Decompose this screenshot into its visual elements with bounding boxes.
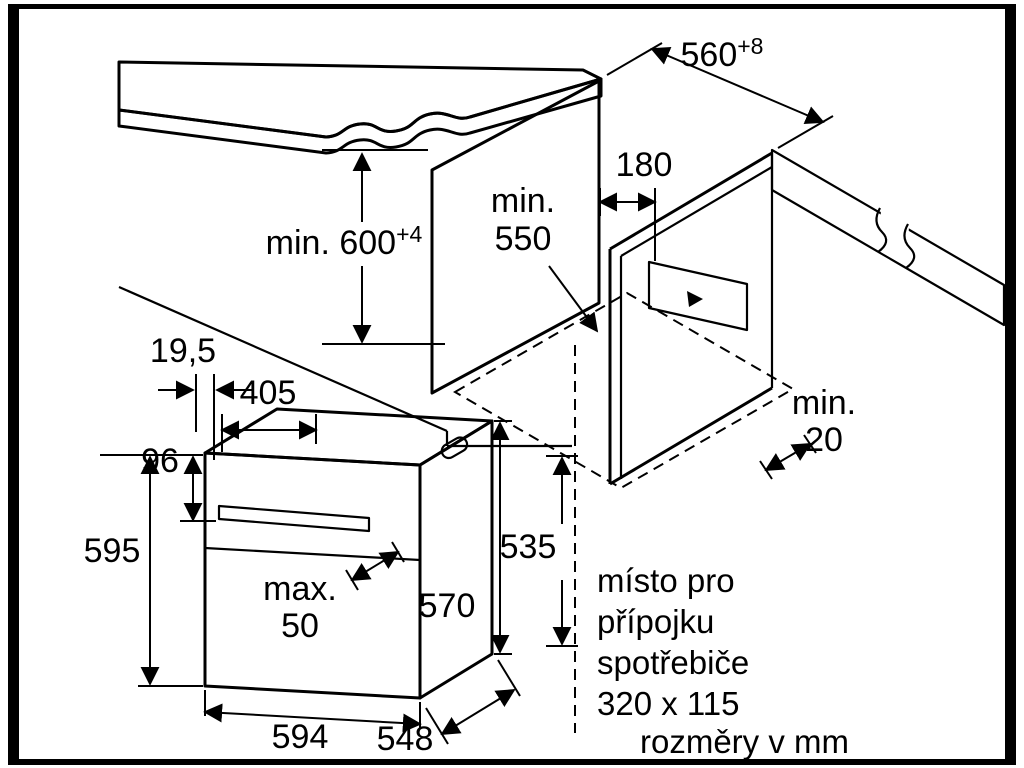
dim-rear-height: 570 (419, 420, 512, 655)
dim-top-depth-label: 405 (240, 374, 297, 412)
dim-side-height: 535 (500, 455, 578, 647)
dim-front-offset: 19,5 (150, 332, 252, 460)
dim-oven-depth-label: 548 (377, 720, 434, 758)
dim-niche-depth: min. 550 (491, 182, 599, 333)
dim-front-offset-label: 19,5 (150, 332, 216, 370)
connection-note: místo pro přípojku spotřebiče 320 x 115 (597, 562, 749, 722)
units-caption: rozměry v mm (640, 723, 849, 760)
dim-top-depth: 405 (220, 374, 318, 452)
dim-niche-width: 560+8 (606, 33, 834, 149)
dim-niche-depth-label-1: min. (491, 182, 555, 220)
connection-hatched-patch (647, 260, 749, 332)
dim-niche-depth-label-2: 550 (495, 220, 552, 258)
dim-oven-height: 595 (84, 454, 203, 687)
dim-handle-depth-label-1: max. (263, 570, 337, 608)
dim-rear-gap-label-2: 20 (805, 421, 843, 459)
dim-niche-height-label: min. 600+4 (266, 221, 423, 262)
wall-tear-gap (879, 209, 909, 267)
dim-rear-gap-label-1: min. (792, 384, 856, 422)
dim-panel-height-label: 96 (141, 442, 179, 480)
dim-handle-depth: max. 50 (263, 541, 405, 645)
dim-connection-offset-label: 180 (616, 146, 673, 184)
oven-handle (217, 504, 371, 533)
connection-note-line-1: místo pro (597, 562, 735, 599)
oven-right-face (418, 419, 494, 700)
dim-oven-width-label: 594 (272, 718, 329, 756)
worktop (117, 60, 603, 155)
connection-note-line-2: přípojku (597, 603, 714, 640)
right-wall (608, 148, 1006, 486)
page-frame (8, 4, 1016, 765)
dim-connection-offset: 180 (598, 146, 673, 261)
connection-note-line-3: spotřebiče (597, 644, 749, 681)
connection-note-line-4: 320 x 115 (597, 685, 740, 722)
dim-rear-gap: min. 20 (759, 384, 856, 480)
connection-pointer-icon (687, 291, 703, 307)
dim-side-height-label: 535 (500, 528, 557, 566)
oven-side-recess (440, 436, 469, 460)
dim-handle-depth-label-2: 50 (281, 607, 319, 645)
worktop-front-edge (117, 77, 603, 155)
connection-area (647, 260, 749, 332)
dim-niche-height: min. 600+4 (266, 149, 445, 345)
dim-oven-depth: 548 (377, 659, 521, 758)
dim-oven-height-label: 595 (84, 532, 141, 570)
dim-rear-height-label: 570 (419, 587, 476, 625)
dim-oven-width: 594 (203, 690, 422, 756)
dim-niche-width-label: 560+8 (681, 33, 764, 74)
